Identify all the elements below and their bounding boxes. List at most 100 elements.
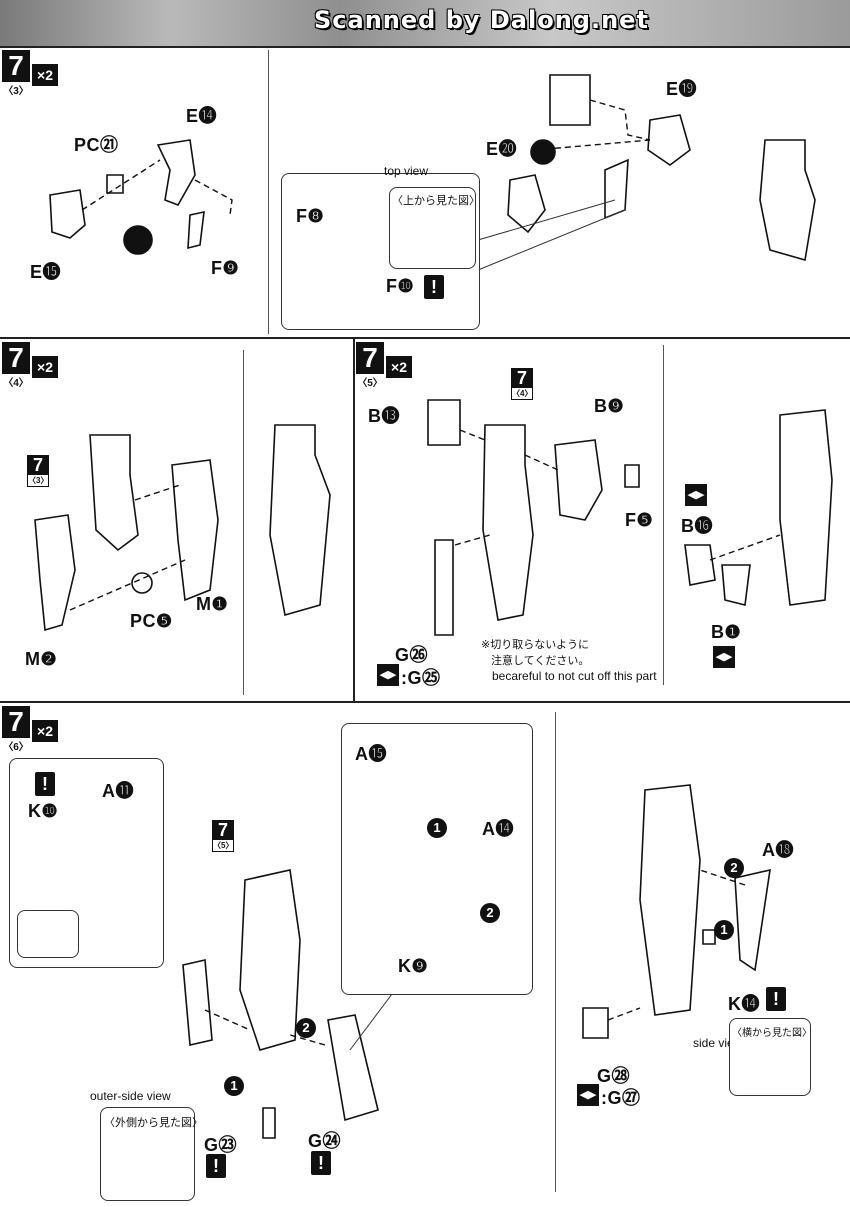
label-f9: F❾ bbox=[211, 258, 240, 278]
label-e15: E⓯ bbox=[30, 262, 62, 282]
warning-icon-k10: ! bbox=[35, 772, 55, 796]
step-marker-1-a14: 1 bbox=[427, 818, 447, 838]
part-pc21-shape bbox=[106, 174, 124, 194]
part-top-shape bbox=[549, 74, 591, 126]
step-marker-2-k9: 2 bbox=[480, 903, 500, 923]
mirror-part-icon-b1: ◀▶ bbox=[713, 646, 735, 668]
part-g26-shape bbox=[434, 539, 454, 636]
side-view-jp: 〈横から見た図〉 bbox=[732, 1028, 812, 1039]
part-7-3-shape bbox=[89, 434, 139, 552]
step-badge-7-5: 7 〈5〉 ×2 bbox=[356, 342, 416, 389]
part-b1-shape bbox=[721, 564, 751, 606]
assembly-e-shape bbox=[759, 139, 816, 262]
assembly-7-5-shape bbox=[239, 869, 301, 1051]
ref-sub: 〈5〉 bbox=[212, 840, 234, 852]
polycap-pc5-shape bbox=[131, 572, 153, 594]
label-pc21: PC㉑ bbox=[74, 135, 119, 155]
part-k14-shape bbox=[702, 929, 716, 945]
label-a14: A⓮ bbox=[482, 819, 514, 839]
label-g25: :G㉕ bbox=[401, 668, 441, 688]
rule-sub-divider-6 bbox=[555, 712, 556, 1192]
outer-side-view-note: outer-side view bbox=[90, 1089, 171, 1103]
warning-icon-g24: ! bbox=[311, 1151, 331, 1175]
ref-sub: 〈3〉 bbox=[27, 475, 49, 487]
guide-line-6 bbox=[134, 484, 181, 501]
polycap-icon-1 bbox=[123, 225, 153, 255]
guide-line-10 bbox=[454, 534, 491, 546]
ref-badge-7-5: 7 〈5〉 bbox=[212, 820, 234, 852]
side-view-panel bbox=[729, 1018, 811, 1096]
top-view-note: top view bbox=[384, 164, 429, 178]
label-b1: B❶ bbox=[711, 622, 742, 642]
guide-line-8 bbox=[459, 429, 486, 441]
label-k10: K❿ bbox=[28, 801, 59, 821]
header-title: Scanned by Dalong.net bbox=[314, 6, 649, 34]
polycap-icon-2 bbox=[530, 139, 556, 165]
rule-row2-bottom bbox=[0, 701, 850, 703]
step-badge-7-4: 7 〈4〉 ×2 bbox=[2, 342, 62, 389]
step-number: 7 bbox=[2, 50, 30, 82]
part-sub-shape bbox=[604, 158, 629, 220]
ref-badge-7-4: 7 〈4〉 bbox=[511, 368, 533, 400]
rule-sub-divider-4 bbox=[243, 350, 244, 695]
label-e19: E⓳ bbox=[666, 79, 698, 99]
label-e14: E⓮ bbox=[186, 106, 218, 126]
caution-jp-line-1: ※切り取らないように bbox=[481, 638, 589, 651]
label-f5: F❺ bbox=[625, 510, 654, 530]
ref-badge-7-3: 7 〈3〉 bbox=[27, 455, 49, 487]
label-k9: K❾ bbox=[398, 956, 429, 976]
step-multiplier: ×2 bbox=[32, 64, 58, 86]
assembly-5-shape bbox=[779, 409, 833, 606]
label-k14: K⓮ bbox=[728, 994, 760, 1014]
label-m2: M❷ bbox=[25, 649, 58, 669]
step-number: 7 bbox=[2, 706, 30, 738]
rule-row2-divider bbox=[353, 339, 355, 701]
guide-line-15 bbox=[607, 1007, 641, 1021]
step-sub: 〈4〉 bbox=[3, 378, 29, 389]
part-left-shape bbox=[182, 959, 213, 1046]
guide-line-2 bbox=[194, 179, 233, 216]
step-badge-7-3: 7 〈3〉 ×2 bbox=[2, 50, 62, 97]
guide-line-1 bbox=[81, 159, 161, 211]
rule-sub-divider-5 bbox=[663, 345, 664, 685]
step-multiplier: ×2 bbox=[32, 720, 58, 742]
warning-icon-k14: ! bbox=[766, 987, 786, 1011]
rule-top bbox=[0, 46, 850, 48]
label-g28: G㉘ bbox=[597, 1066, 631, 1086]
ref-number: 7 bbox=[511, 368, 533, 388]
part-7-4-shape bbox=[482, 424, 534, 621]
label-pc5: PC❺ bbox=[130, 611, 173, 631]
part-a18-shape bbox=[734, 868, 771, 972]
label-f10: F❿ bbox=[386, 276, 415, 296]
step-marker-2-main: 2 bbox=[296, 1018, 316, 1038]
guide-line-12 bbox=[204, 1009, 251, 1031]
label-g23: G㉓ bbox=[204, 1135, 238, 1155]
step-multiplier: ×2 bbox=[386, 356, 412, 378]
part-e20-shape bbox=[507, 174, 546, 234]
label-a18: A⓲ bbox=[762, 840, 794, 860]
mirror-part-icon-g25: ◀▶ bbox=[377, 664, 399, 686]
k10-inset-box bbox=[17, 910, 79, 958]
guide-line-7 bbox=[69, 559, 186, 611]
step-sub: 〈5〉 bbox=[357, 378, 383, 389]
top-view-jp-label: 〈上から見た図〉 bbox=[392, 194, 480, 207]
guide-line-3 bbox=[589, 99, 651, 141]
part-m2-shape bbox=[34, 514, 76, 632]
step-marker-1-k14: 1 bbox=[714, 920, 734, 940]
step-badge-7-6: 7 〈6〉 ×2 bbox=[2, 706, 62, 753]
part-b13-shape bbox=[427, 399, 461, 446]
scan-header-banner: Scanned by Dalong.net bbox=[0, 0, 850, 46]
warning-icon-f10: ! bbox=[424, 275, 444, 299]
guide-line-11 bbox=[709, 534, 781, 561]
part-e15-shape bbox=[49, 189, 86, 239]
step-number: 7 bbox=[356, 342, 384, 374]
assembly-6-shape bbox=[639, 784, 701, 1016]
mirror-part-icon-g27: ◀▶ bbox=[577, 1084, 599, 1106]
label-g26: G㉖ bbox=[395, 645, 429, 665]
step-number: 7 bbox=[2, 342, 30, 374]
label-a11: A⓫ bbox=[102, 781, 134, 801]
rule-sub-divider-3 bbox=[268, 50, 269, 334]
step-marker-2-a18: 2 bbox=[724, 858, 744, 878]
outer-side-view-panel bbox=[100, 1107, 195, 1201]
label-e20: E⓴ bbox=[486, 139, 518, 159]
